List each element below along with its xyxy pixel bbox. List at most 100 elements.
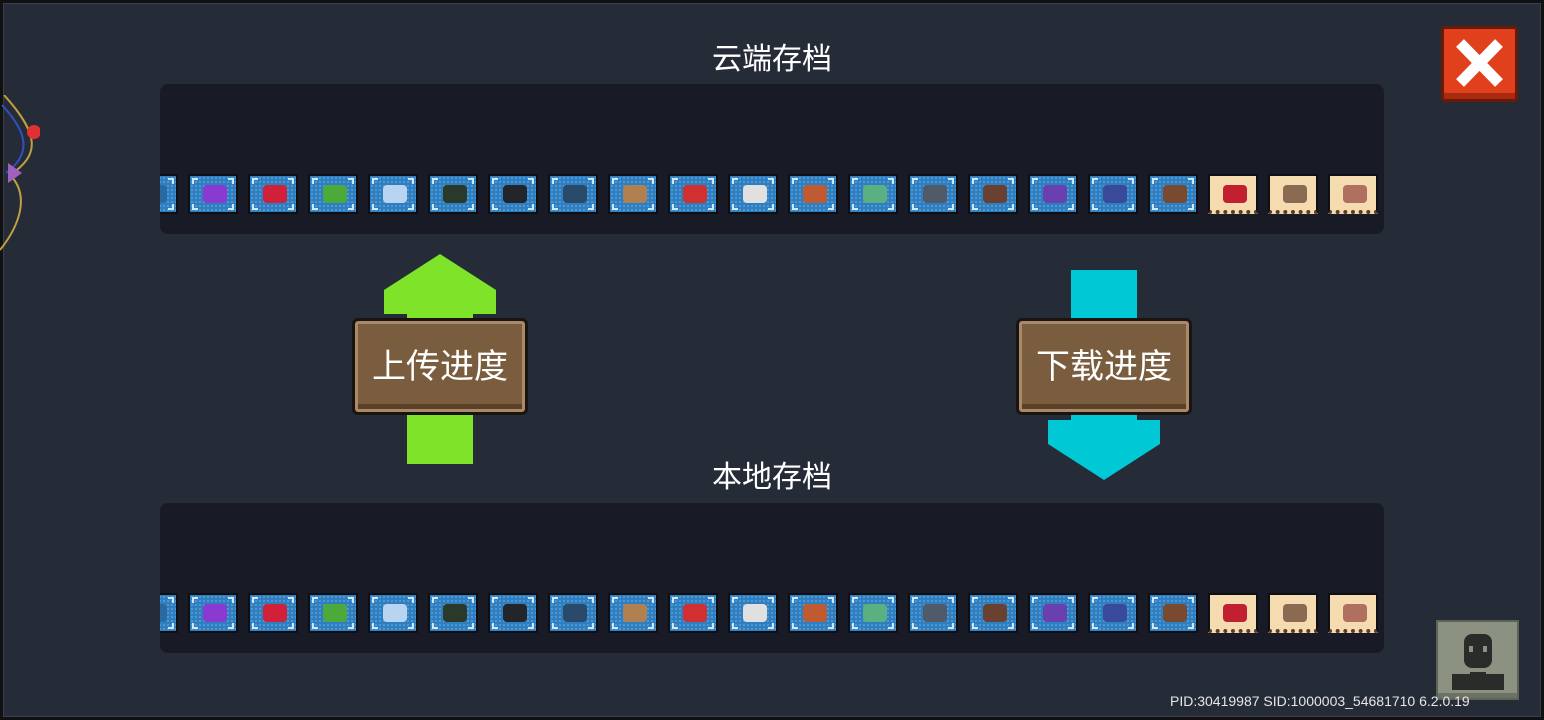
slot-corner	[168, 204, 174, 210]
item-slot	[668, 593, 718, 633]
slot-corner	[732, 178, 738, 184]
slot-corner	[852, 204, 858, 210]
slot-corner	[432, 204, 438, 210]
partial-item-icon	[160, 185, 167, 203]
item-slot	[1208, 593, 1258, 633]
purple-sword-icon	[1043, 604, 1067, 622]
slot-corner	[1188, 178, 1194, 184]
slot-corner	[708, 204, 714, 210]
account-avatar-button[interactable]	[1436, 620, 1519, 700]
slot-corner	[192, 178, 198, 184]
staff-icon	[1163, 185, 1187, 203]
item-slot	[1148, 174, 1198, 214]
slot-corner	[792, 597, 798, 603]
slot-corner	[372, 623, 378, 629]
slot-corner	[372, 597, 378, 603]
item-slot	[968, 593, 1018, 633]
cloud-item-strip	[160, 174, 1384, 214]
rocket-icon	[803, 185, 827, 203]
revolver-icon	[743, 185, 767, 203]
slot-corner	[252, 623, 258, 629]
slot-corner	[1068, 597, 1074, 603]
slot-corner	[612, 178, 618, 184]
slot-corner	[432, 178, 438, 184]
slot-corner	[192, 597, 198, 603]
mushroom-head-icon	[683, 604, 707, 622]
slot-corner	[312, 597, 318, 603]
cloud-save-panel	[160, 84, 1384, 234]
slot-corner	[1008, 597, 1014, 603]
slot-corner	[288, 597, 294, 603]
slot-corner	[828, 178, 834, 184]
slot-corner	[588, 178, 594, 184]
item-slot	[308, 593, 358, 633]
shell-gun-icon	[563, 604, 587, 622]
slot-corner	[1152, 204, 1158, 210]
slot-corner	[852, 623, 858, 629]
item-slot	[668, 174, 718, 214]
slot-corner	[732, 623, 738, 629]
slot-corner	[828, 204, 834, 210]
slot-corner	[948, 204, 954, 210]
item-slot	[428, 174, 478, 214]
slot-corner	[1152, 623, 1158, 629]
red-flower-plant-icon	[1223, 604, 1247, 622]
slot-corner	[732, 204, 738, 210]
slot-corner	[828, 623, 834, 629]
slot-corner	[1032, 597, 1038, 603]
slot-corner	[432, 597, 438, 603]
item-slot	[160, 174, 178, 214]
rocket-icon	[803, 604, 827, 622]
slot-corner	[768, 597, 774, 603]
player-id-info: PID:30419987 SID:1000003_54681710 6.2.0.…	[1170, 693, 1470, 709]
slot-corner	[1092, 204, 1098, 210]
item-slot	[188, 593, 238, 633]
revolver-icon	[743, 604, 767, 622]
slot-corner	[312, 178, 318, 184]
download-progress-button[interactable]: 下载进度	[1016, 318, 1192, 415]
slot-corner	[288, 623, 294, 629]
slot-corner	[1092, 178, 1098, 184]
slot-corner	[492, 597, 498, 603]
battery-icon	[443, 185, 467, 203]
slot-corner	[768, 204, 774, 210]
slot-corner	[852, 178, 858, 184]
item-slot	[908, 593, 958, 633]
slot-corner	[588, 623, 594, 629]
slot-corner	[168, 623, 174, 629]
slot-corner	[648, 178, 654, 184]
arrow-icon	[983, 604, 1007, 622]
slot-corner	[432, 623, 438, 629]
item-slot	[308, 174, 358, 214]
slot-corner	[528, 623, 534, 629]
slot-corner	[552, 178, 558, 184]
slot-corner	[1068, 623, 1074, 629]
green-dagger-icon	[863, 185, 887, 203]
slot-corner	[888, 623, 894, 629]
slot-corner	[792, 178, 798, 184]
item-slot	[608, 593, 658, 633]
item-slot	[968, 174, 1018, 214]
slot-corner	[732, 597, 738, 603]
slot-corner	[192, 623, 198, 629]
slot-corner	[708, 623, 714, 629]
slot-corner	[888, 204, 894, 210]
camera-icon	[503, 185, 527, 203]
cabinet-icon	[623, 604, 647, 622]
battery-icon	[443, 604, 467, 622]
slot-corner	[228, 178, 234, 184]
item-slot	[1088, 174, 1138, 214]
slot-corner	[372, 178, 378, 184]
purple-potion-icon	[203, 604, 227, 622]
slot-corner	[588, 204, 594, 210]
slot-corner	[672, 623, 678, 629]
item-slot	[608, 174, 658, 214]
item-slot	[548, 174, 598, 214]
red-gun-icon	[263, 604, 287, 622]
close-button[interactable]	[1441, 26, 1518, 102]
upload-progress-button[interactable]: 上传进度	[352, 318, 528, 415]
cloud-save-title: 云端存档	[712, 42, 832, 77]
local-item-strip	[160, 593, 1384, 633]
slot-corner	[912, 204, 918, 210]
slot-corner	[648, 597, 654, 603]
